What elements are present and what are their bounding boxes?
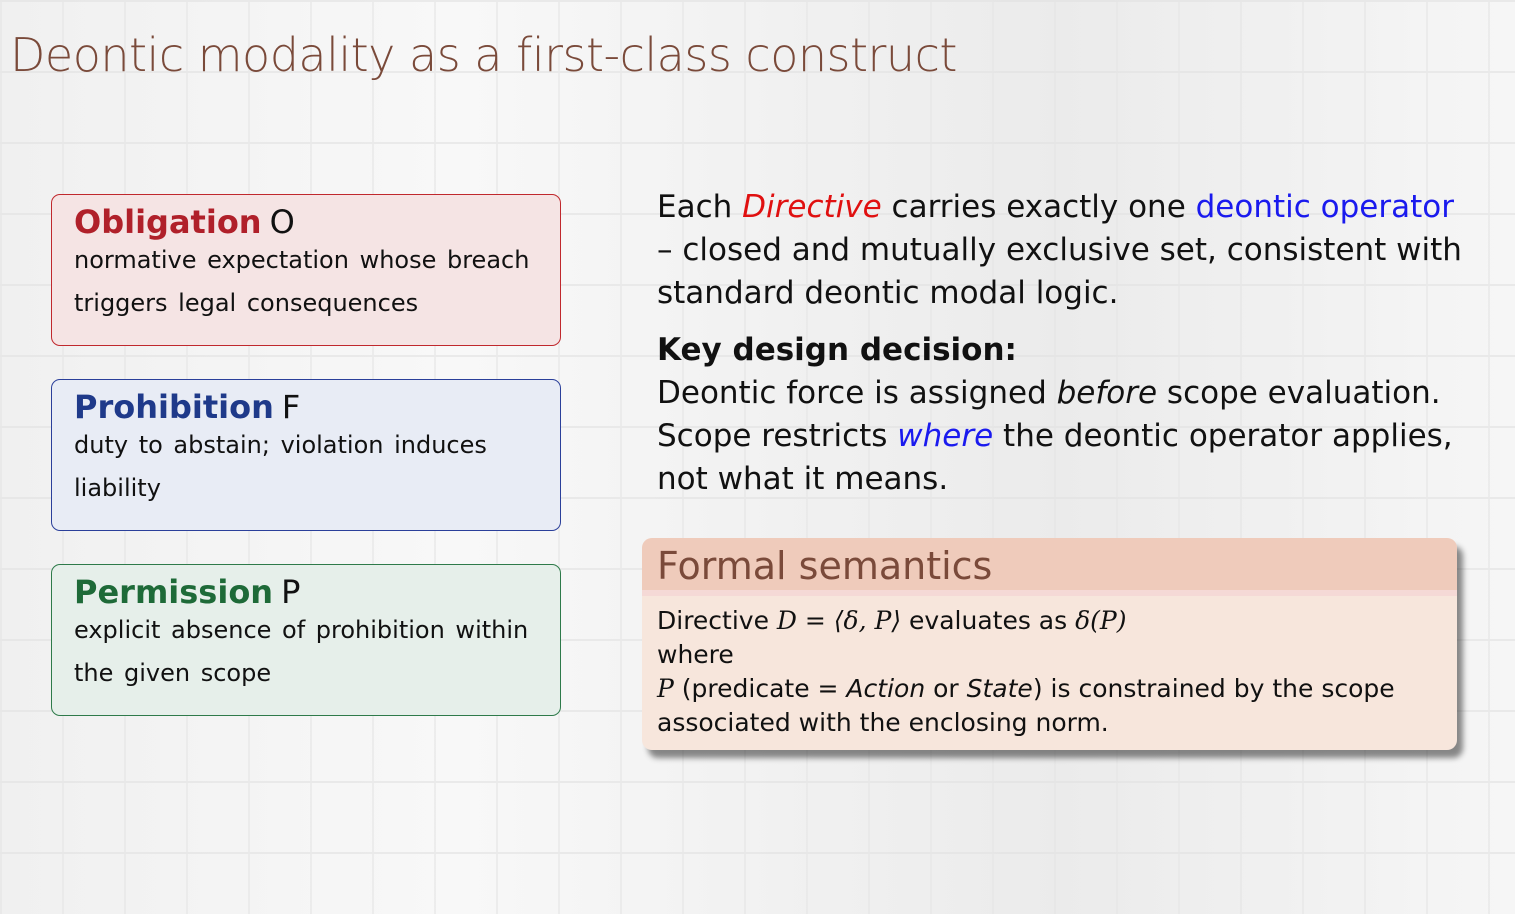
box-symbol: F <box>281 388 301 426</box>
box-title: Prohibition <box>74 388 274 426</box>
text: – closed and mutually exclusive set, con… <box>657 232 1462 311</box>
text: or <box>925 674 967 703</box>
formal-semantics-block: Formal semantics Directive D = ⟨δ, P⟩ ev… <box>642 538 1457 750</box>
text: the deontic operator applies, not what i… <box>657 418 1453 497</box>
box-description: duty to abstain; violation induces liabi… <box>74 431 487 502</box>
box-symbol: O <box>269 203 295 241</box>
text: Each <box>657 189 743 225</box>
box-title: Permission <box>74 573 274 611</box>
term-deontic-operator: deontic operator <box>1195 189 1454 225</box>
text: (predicate = <box>673 674 847 703</box>
box-title: Obligation <box>74 203 262 241</box>
term-state: State <box>966 674 1033 703</box>
text: where <box>657 640 734 669</box>
slide-title: Deontic modality as a first-class constr… <box>10 28 957 82</box>
text: Deontic force is assigned <box>657 375 1057 411</box>
math-evaluation: δ(P) <box>1075 606 1127 635</box>
paragraph-decision: Deontic force is assigned before scope e… <box>657 372 1477 501</box>
emphasis-where: where <box>897 418 994 454</box>
block-title: Formal semantics <box>642 538 1457 596</box>
math-p: P <box>657 674 674 703</box>
term-directive: Directive <box>742 189 882 225</box>
box-symbol: P <box>281 573 301 611</box>
text: scope evaluation. Scope restricts <box>657 375 1441 454</box>
text: carries exactly one <box>881 189 1196 225</box>
box-description: explicit absence of prohibition within t… <box>74 616 529 687</box>
math-directive: D = ⟨δ, P⟩ <box>776 606 902 635</box>
text: ) is constrained by the scope associated… <box>657 674 1395 737</box>
key-decision-heading: Key design decision: <box>657 332 1017 368</box>
term-action: Action <box>846 674 926 703</box>
text: Directive <box>657 606 777 635</box>
emphasis-before: before <box>1056 375 1158 411</box>
explanation-text: Each Directive carries exactly one deont… <box>657 186 1477 501</box>
paragraph-directive: Each Directive carries exactly one deont… <box>657 186 1477 315</box>
text: evaluates as <box>901 606 1076 635</box>
box-description: normative expectation whose breach trigg… <box>74 246 530 317</box>
block-body: Directive D = ⟨δ, P⟩ evaluates as δ(P) w… <box>642 596 1457 748</box>
